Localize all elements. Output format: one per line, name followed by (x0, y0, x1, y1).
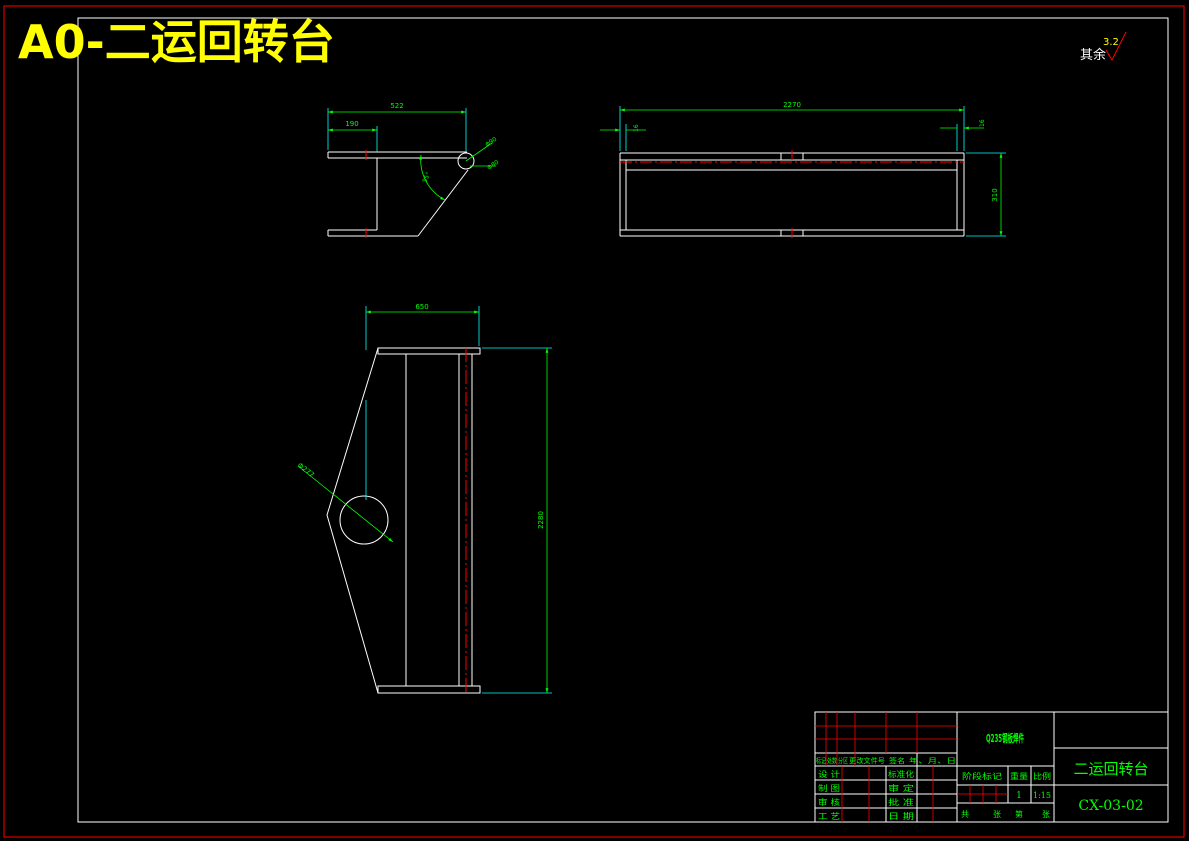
side-view-pivot-hole (339, 495, 389, 545)
inner-drawing-frame (77, 17, 1169, 823)
dim-top-overall-width: 522 (390, 102, 403, 110)
front-view-outline (619, 152, 965, 237)
front-view-dims (600, 106, 1006, 237)
rev-label-count: 处数 (827, 756, 837, 765)
title-block-sheet-row: 共 张 第 张 (961, 809, 1050, 819)
side-view: 650 2280 Φ277 (296, 303, 552, 694)
row-review-label: 审 核 (818, 797, 840, 807)
top-view-outline (327, 151, 475, 237)
rev-label-date: 年、月、日 (909, 756, 956, 765)
title-block-stage-row: 阶段标记 重量 比例 1 1:15 (962, 771, 1051, 801)
row-process-mid: 日 期 (888, 812, 914, 821)
row-process-label: 工 艺 (818, 812, 840, 821)
rev-label-zone: 分区 (838, 756, 848, 765)
dim-front-left-gap: 16 (633, 124, 640, 132)
dim-side-length: 2280 (537, 511, 545, 529)
outer-trim-border (3, 5, 1185, 838)
title-block-drawing-no: CX-03-02 (1078, 798, 1143, 814)
dim-front-height: 310 (991, 188, 999, 201)
roughness-note: 其余 3.2 (1080, 31, 1127, 63)
scale-value: 1:15 (1033, 791, 1051, 800)
dim-top-angle: 55° (421, 171, 432, 184)
rev-label-change-doc: 更改文件号 (849, 756, 885, 765)
stage-label: 阶段标记 (962, 771, 1002, 781)
roughness-value: 3.2 (1103, 37, 1119, 48)
row-review-mid: 批 准 (888, 797, 914, 807)
side-view-outline (326, 347, 481, 694)
drawing-headline: A0-二运回转台 (18, 15, 335, 69)
title-block-left-rows: 设 计 标准化 制 图 审 定 审 核 批 准 工 艺 日 期 (818, 769, 914, 821)
title-block-revision-row: 标记 处数 分区 更改文件号 签名 年、月、日 (816, 756, 956, 765)
dim-front-overall-length: 2270 (783, 101, 801, 109)
row-design-label: 设 计 (818, 769, 840, 779)
row-drafting-label: 制 图 (818, 783, 840, 793)
dim-side-hole-dia: Φ277 (296, 461, 316, 479)
front-view-centerlines (620, 150, 964, 238)
sheet-page-unit: 张 (1042, 810, 1050, 819)
rev-label-signature: 签名 (889, 756, 905, 765)
side-view-dims (297, 306, 552, 694)
roughness-symbol (1105, 31, 1127, 62)
title-block-part-title: 二运回转台 (1073, 760, 1148, 778)
row-design-mid: 标准化 (888, 769, 914, 779)
roughness-prefix: 其余 (1080, 47, 1106, 63)
dim-side-width: 650 (415, 303, 428, 311)
dim-top-circle-small: Φ80 (486, 159, 500, 172)
top-view-dims (327, 108, 496, 201)
sheet-total: 共 (961, 810, 969, 819)
weight-label: 重量 (1010, 771, 1028, 781)
weight-value: 1 (1016, 791, 1022, 801)
title-block-material: Q235钢板焊件 (986, 731, 1024, 745)
front-view: 2270 16 16 310 (600, 101, 1006, 238)
top-view-pivot-circle (457, 152, 475, 170)
row-drafting-mid: 审 定 (888, 783, 914, 793)
title-block: Q235钢板焊件 二运回转台 CX-03-02 标记 处数 分区 更改文件号 签… (814, 711, 1169, 823)
top-view: 522 190 Φ90 Φ80 55° (327, 102, 500, 238)
sheet-total-unit: 张 (993, 810, 1001, 819)
dim-top-left-offset: 190 (345, 120, 358, 128)
title-block-red-grid (815, 712, 1008, 822)
dim-top-circle-dia: Φ90 (484, 136, 498, 149)
sheet-page: 第 (1015, 809, 1023, 819)
rev-label-mark: 标记 (816, 756, 826, 765)
dim-front-right-gap: 16 (979, 119, 986, 127)
scale-label: 比例 (1033, 771, 1051, 781)
